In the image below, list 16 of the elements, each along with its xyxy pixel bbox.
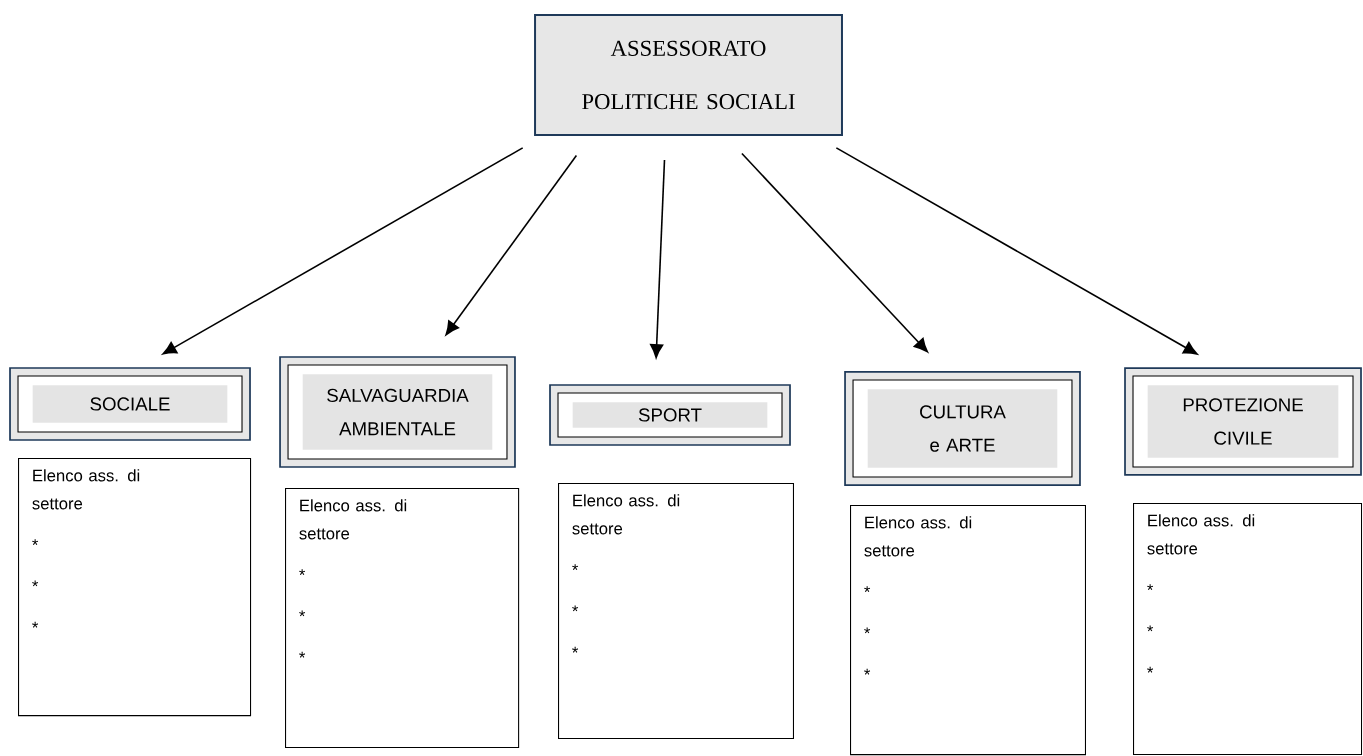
- list-box: Elenco ass. di settore * * *: [18, 458, 252, 717]
- list-box: Elenco ass. di settore * * *: [1133, 503, 1363, 755]
- list-box: Elenco ass. di settore * * *: [285, 488, 520, 748]
- arrow: [650, 159, 666, 359]
- list-box: Elenco ass. di settore * * *: [850, 505, 1086, 756]
- title-box: ASSESSORATO POLITICHE SOCIALI: [534, 14, 843, 136]
- category-box: SALVAGUARDIA AMBIENTALE: [279, 356, 516, 468]
- category-box: SOCIALE: [9, 367, 251, 441]
- arrow: [835, 147, 1198, 355]
- arrow: [741, 152, 929, 353]
- category-box: PROTEZIONE CIVILE: [1124, 367, 1362, 476]
- category-box: CULTURA e ARTE: [844, 371, 1081, 486]
- arrow: [162, 147, 524, 355]
- list-box: Elenco ass. di settore * * *: [558, 483, 794, 739]
- arrow: [445, 154, 578, 336]
- category-box: SPORT: [549, 384, 791, 446]
